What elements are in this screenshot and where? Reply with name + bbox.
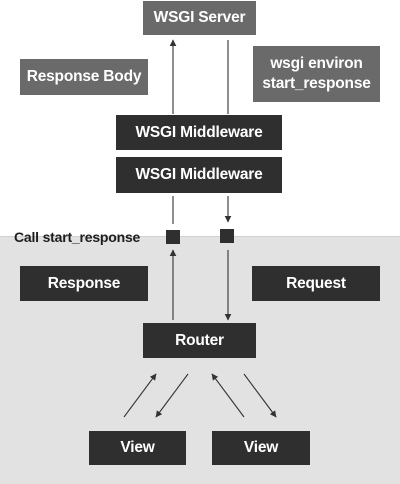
view-box-right: View [212, 431, 310, 465]
request-box: Request [252, 266, 380, 301]
wsgi-server-box: WSGI Server [143, 1, 256, 35]
arrow-router-to-view-left [155, 373, 189, 418]
wsgi-environ-box: wsgi environ start_response [253, 46, 380, 102]
wsgi-environ-label: wsgi environ [270, 55, 363, 72]
call-start-response-label: Call start_response [14, 229, 141, 245]
request-label: Request [286, 274, 346, 292]
router-label: Router [175, 331, 224, 349]
view-box-left: View [89, 431, 186, 465]
response-label: Response [47, 274, 121, 292]
view-label-right: View [243, 439, 279, 456]
wsgi-middleware-label-2: WSGI Middleware [135, 166, 263, 183]
response-box: Response [20, 266, 148, 301]
arrow-view-right-to-router [211, 373, 245, 418]
arrow-router-to-view-right [243, 373, 277, 418]
view-label-left: View [120, 439, 155, 456]
response-body-box: Response Body [20, 59, 148, 95]
response-port-marker [166, 230, 180, 244]
response-body-label: Response Body [26, 68, 142, 85]
wsgi-server-label: WSGI Server [153, 9, 246, 26]
arrow-view-left-to-router [123, 373, 157, 418]
start-response-label: start_response [262, 75, 371, 92]
request-port-marker [220, 229, 234, 243]
router-box: Router [143, 323, 256, 358]
wsgi-middleware-box-1: WSGI Middleware [116, 115, 282, 150]
wsgi-middleware-label-1: WSGI Middleware [135, 123, 263, 141]
wsgi-middleware-box-2: WSGI Middleware [116, 157, 282, 193]
